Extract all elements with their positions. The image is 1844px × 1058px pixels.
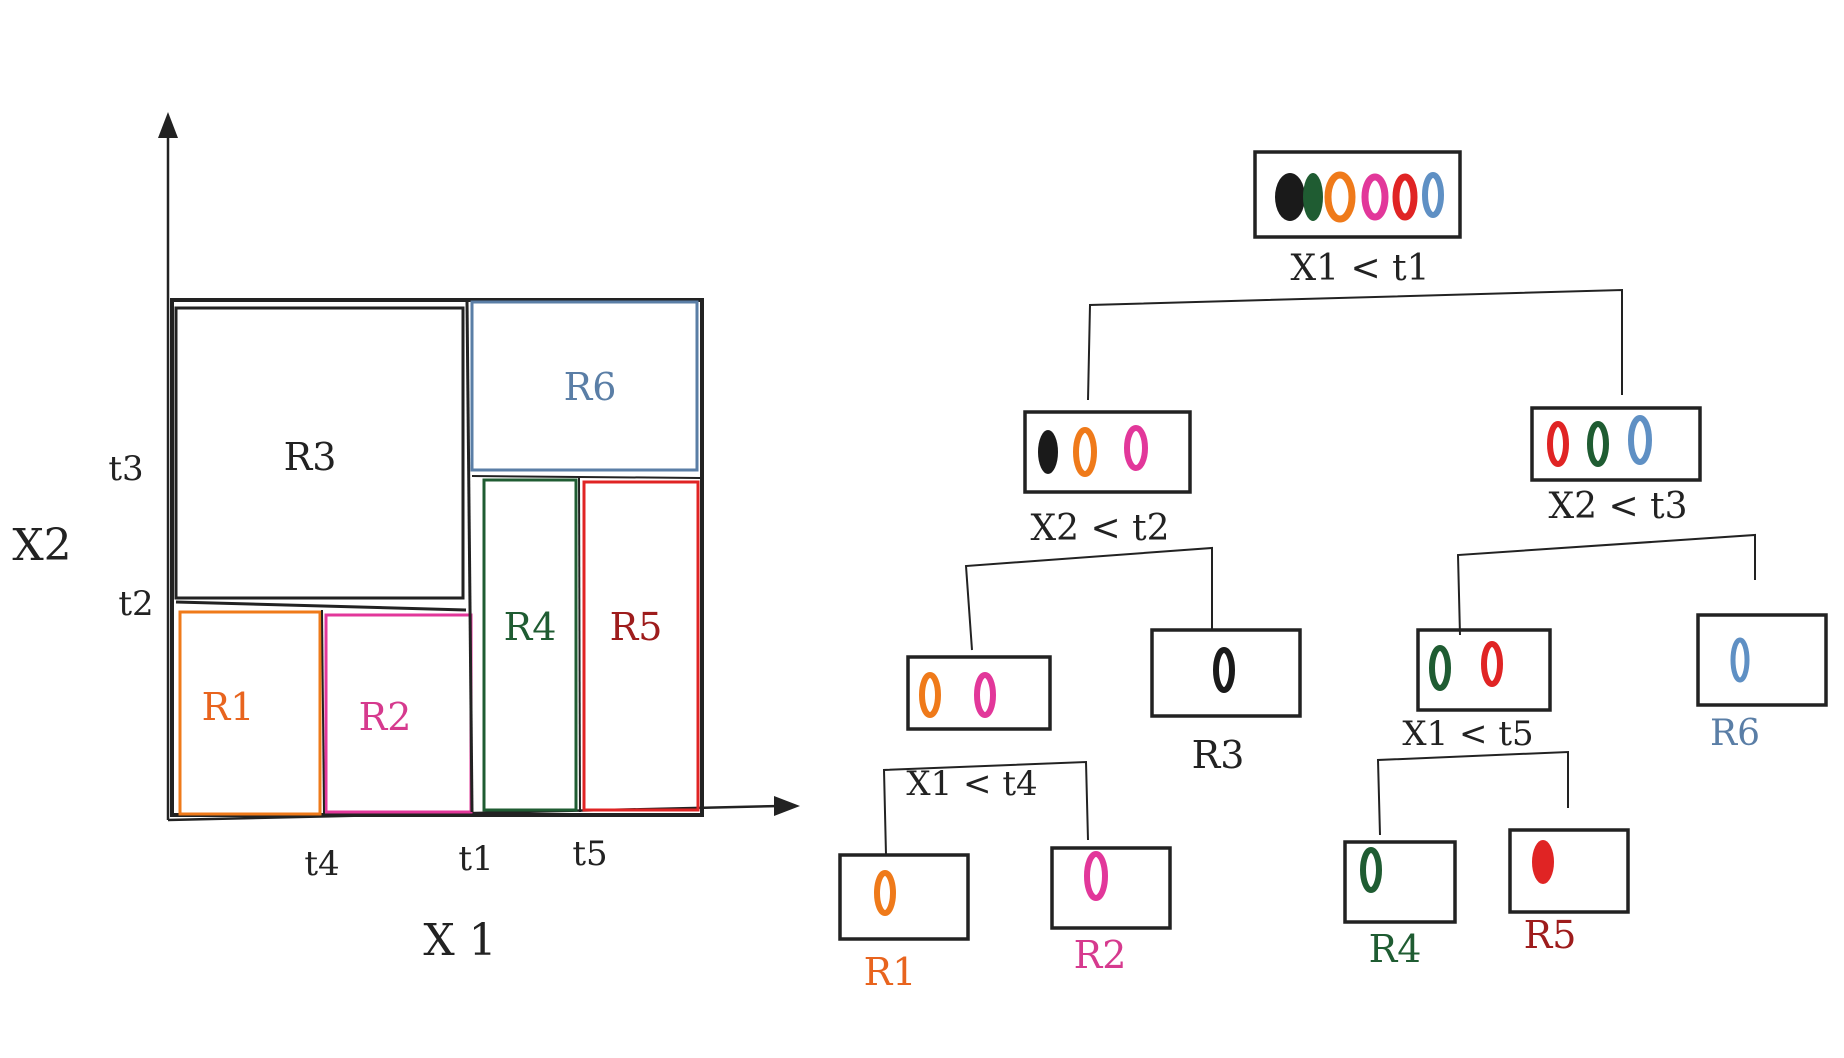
condition-right-left: X1 < t5	[1402, 714, 1533, 754]
point-green	[1360, 847, 1382, 893]
point-orange	[1324, 171, 1356, 223]
tree-connectors	[882, 288, 1756, 856]
tree-node-boxes	[838, 150, 1828, 941]
node-leaf-r1-box	[838, 853, 970, 941]
tick-y-t2: t2	[118, 584, 153, 624]
connector-root	[1087, 288, 1623, 401]
y-axis-arrowhead	[158, 112, 178, 138]
region-r6	[470, 300, 699, 472]
leaf-label-r1: R1	[864, 950, 917, 994]
leaf-label-r4: R4	[1369, 927, 1422, 971]
point-black	[1213, 647, 1235, 693]
split-t2	[175, 600, 467, 612]
region-r4	[482, 478, 578, 812]
axis-y-label: X2	[12, 520, 71, 571]
point-pink	[1124, 425, 1148, 471]
point-blue	[1730, 637, 1750, 683]
node-leaf-r2-box	[1050, 846, 1172, 930]
connector-right-left	[1376, 750, 1569, 836]
split-t3	[471, 475, 701, 479]
region-r6-label: R6	[564, 365, 617, 409]
point-orange	[919, 672, 941, 718]
tick-x-t4: t4	[304, 844, 339, 884]
point-red	[1547, 421, 1569, 467]
split-t1	[465, 299, 474, 813]
point-green	[1429, 645, 1451, 691]
condition-root: X1 < t1	[1291, 248, 1430, 289]
node-root-box	[1253, 150, 1462, 239]
point-orange	[874, 870, 896, 916]
leaf-label-r3: R3	[1192, 733, 1245, 777]
x-axis-arrowhead	[774, 796, 800, 816]
node-leaf-r4-box	[1343, 840, 1457, 924]
region-r1-label: R1	[202, 685, 255, 729]
point-red	[1392, 173, 1418, 221]
split-t5	[578, 475, 581, 813]
point-pink	[1084, 851, 1108, 901]
partition-plot: R3 R6 R1 R2 R4 R5 X 1 X2 t3 t2 t4 t1 t5	[12, 112, 800, 966]
partition-frame	[170, 298, 704, 817]
point-pink	[974, 672, 996, 718]
leaf-label-r5: R5	[1524, 913, 1577, 957]
region-r4-label: R4	[504, 605, 557, 649]
node-right-left-box	[1416, 628, 1552, 712]
region-r5	[582, 480, 700, 812]
leaf-label-r6: R6	[1710, 713, 1760, 754]
region-r1	[178, 610, 322, 816]
tick-y-t3: t3	[108, 449, 143, 489]
tree-conditions: X1 < t1 X2 < t2 X2 < t3 X1 < t4 X1 < t5	[906, 248, 1687, 804]
point-red	[1481, 641, 1503, 687]
connector-right	[1456, 533, 1756, 636]
node-leaf-r5-box	[1508, 828, 1630, 914]
point-pink	[1361, 173, 1389, 221]
node-left-left-box	[906, 655, 1052, 731]
split-t4	[321, 609, 325, 815]
point-blue	[1628, 415, 1652, 465]
connector-left	[964, 546, 1213, 651]
region-r3	[174, 306, 465, 600]
point-orange	[1073, 427, 1097, 477]
region-r2-label: R2	[359, 695, 412, 739]
leaf-label-r2: R2	[1074, 933, 1127, 977]
point-black	[1275, 173, 1305, 221]
axis-x-label: X 1	[423, 915, 496, 966]
node-right-right-box	[1696, 613, 1828, 707]
tree-points	[874, 171, 1750, 916]
node-left-right-box	[1150, 628, 1302, 718]
condition-right: X2 < t3	[1549, 486, 1688, 527]
node-right-box	[1530, 406, 1702, 482]
condition-left: X2 < t2	[1031, 508, 1170, 549]
point-green	[1303, 173, 1323, 221]
region-r3-label: R3	[284, 435, 337, 479]
node-left-box	[1023, 410, 1192, 494]
tick-x-t5: t5	[572, 834, 607, 874]
point-green	[1587, 421, 1609, 467]
region-r5-label: R5	[610, 605, 663, 649]
connector-left-left	[882, 760, 1089, 856]
tick-x-t1: t1	[458, 839, 493, 879]
condition-left-left: X1 < t4	[906, 764, 1037, 804]
decision-tree: X1 < t1 X2 < t2 X2 < t3 X1 < t4 X1 < t5 …	[838, 150, 1828, 994]
point-red	[1532, 840, 1554, 884]
tree-leaf-labels: R3 R6 R1 R2 R4 R5	[864, 713, 1760, 994]
point-blue	[1422, 172, 1444, 218]
point-black	[1038, 430, 1058, 474]
